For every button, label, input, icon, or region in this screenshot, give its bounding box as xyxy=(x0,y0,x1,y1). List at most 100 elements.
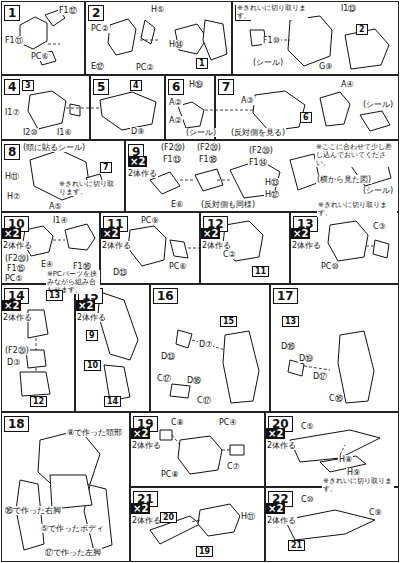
part-outline xyxy=(170,384,190,398)
part-callout: (反対側も同様) xyxy=(200,200,256,209)
part-callout: PC⑧ xyxy=(160,470,180,479)
step-number: 7 xyxy=(218,79,234,95)
part-callout: D⑲ xyxy=(298,354,314,363)
part-outline xyxy=(108,19,136,55)
part-outline xyxy=(178,436,222,474)
part-outline xyxy=(176,330,192,348)
guide-line xyxy=(53,240,65,241)
part-callout: (F2⑳) xyxy=(160,143,186,152)
step-reference: 9 xyxy=(86,330,98,341)
part-callout: D⑰ xyxy=(312,372,328,381)
guide-line xyxy=(140,40,160,41)
guide-line xyxy=(36,368,37,372)
step-reference: 14 xyxy=(104,396,121,407)
part-callout: F1⑮ xyxy=(6,264,26,273)
part-callout: H⑲ xyxy=(188,80,204,89)
part-callout: F1⑭ xyxy=(248,158,268,167)
part-outline xyxy=(253,91,305,131)
part-outline xyxy=(20,17,47,49)
part-callout: PC⑩ xyxy=(320,262,340,271)
step-number: 4 xyxy=(4,79,20,95)
quantity-badge: ×2 xyxy=(131,428,150,439)
part-callout: D⑬ xyxy=(160,352,176,361)
guide-line xyxy=(192,340,225,350)
step-reference: 11 xyxy=(252,266,269,277)
part-callout: D⑬ xyxy=(112,268,128,277)
part-outline xyxy=(65,224,95,250)
step-reference: 4 xyxy=(130,80,142,91)
part-callout: F1⑩ xyxy=(262,36,281,45)
step-reference: 13 xyxy=(46,290,63,301)
part-callout: 2体作る xyxy=(101,241,132,250)
part-callout: D⑨ xyxy=(130,127,145,136)
part-callout: D⑯ xyxy=(186,376,202,385)
part-callout: (頭に貼るシール) xyxy=(22,143,86,152)
instruction-note: ※きれいに切り取ります。 xyxy=(58,180,120,196)
part-callout: I1⑦ xyxy=(4,108,21,117)
part-callout: 2体作る xyxy=(127,169,158,178)
step-reference: 12 xyxy=(30,396,47,407)
part-callout: E④ xyxy=(40,260,54,269)
quantity-badge: ×2 xyxy=(76,300,95,311)
part-callout: H⑤ xyxy=(150,5,165,14)
part-callout: (F2⑳) xyxy=(4,254,30,263)
part-callout: C⑦ xyxy=(226,462,241,471)
part-callout: PC⑥ xyxy=(168,262,188,271)
guide-line xyxy=(48,44,60,45)
part-callout: ⑧で作った頭部 xyxy=(66,428,123,437)
instruction-note: ※ここに合わせて少し差し込んでおいてください。 xyxy=(315,143,397,167)
part-outline xyxy=(198,504,240,536)
part-callout: (反対側を見る) xyxy=(230,128,286,137)
part-callout: 2体作る xyxy=(291,241,322,250)
part-callout: A⑤ xyxy=(48,202,63,211)
part-outline xyxy=(288,16,332,66)
part-callout: D⑯ xyxy=(280,342,296,351)
part-callout: (シール) xyxy=(362,186,394,195)
part-callout: H⑪ xyxy=(240,512,256,521)
part-outline xyxy=(223,331,259,403)
part-callout: I1⑬ xyxy=(340,4,357,13)
guide-line xyxy=(222,450,230,451)
part-outline xyxy=(328,221,368,261)
part-outline xyxy=(141,20,155,44)
part-callout: 2体作る xyxy=(2,241,33,250)
guide-line xyxy=(205,110,255,111)
part-callout: E⑥ xyxy=(170,200,184,209)
part-callout: C⑰ xyxy=(156,374,172,383)
guide-line xyxy=(366,246,375,247)
step-reference: 15 xyxy=(220,316,237,327)
guide-line xyxy=(304,366,330,370)
part-callout: F1⑬ xyxy=(162,155,182,164)
part-callout: H⑦ xyxy=(6,192,21,201)
part-outline xyxy=(203,20,227,60)
step-number: 18 xyxy=(4,416,29,432)
step-number: 2 xyxy=(88,5,104,21)
part-outline xyxy=(160,430,172,440)
part-callout: E⑫ xyxy=(90,62,105,71)
step-number: 16 xyxy=(153,288,178,304)
part-callout: I2⑩ xyxy=(22,128,39,137)
step-number: 8 xyxy=(4,144,20,160)
step-number: 1 xyxy=(4,5,20,21)
part-callout: A③ xyxy=(240,96,255,105)
part-callout: C⑨ xyxy=(368,508,383,517)
part-callout: (横から見た図) xyxy=(316,175,372,184)
part-callout: H⑪ xyxy=(4,172,20,181)
part-callout: C⑤ xyxy=(300,422,315,431)
part-callout: A② xyxy=(168,116,183,125)
part-callout: ⑯で作った右脚 xyxy=(4,506,62,515)
part-callout: H⑬ xyxy=(264,178,280,187)
step-reference: 19 xyxy=(196,546,213,557)
part-callout: G⑨ xyxy=(318,62,333,71)
part-callout: C⑯ xyxy=(328,394,344,403)
quantity-badge: ×2 xyxy=(266,503,285,514)
part-callout: (F2⑳) xyxy=(4,346,30,355)
part-callout: (F2⑳) xyxy=(248,146,274,155)
part-callout: H⑨ xyxy=(346,468,361,477)
step-number: 5 xyxy=(93,79,109,95)
part-callout: H⑫ xyxy=(264,190,280,199)
step-reference: 20 xyxy=(160,512,177,523)
part-callout: F1⑫ xyxy=(58,6,78,15)
guide-line xyxy=(180,180,195,181)
step-panel: 5 xyxy=(90,75,165,140)
